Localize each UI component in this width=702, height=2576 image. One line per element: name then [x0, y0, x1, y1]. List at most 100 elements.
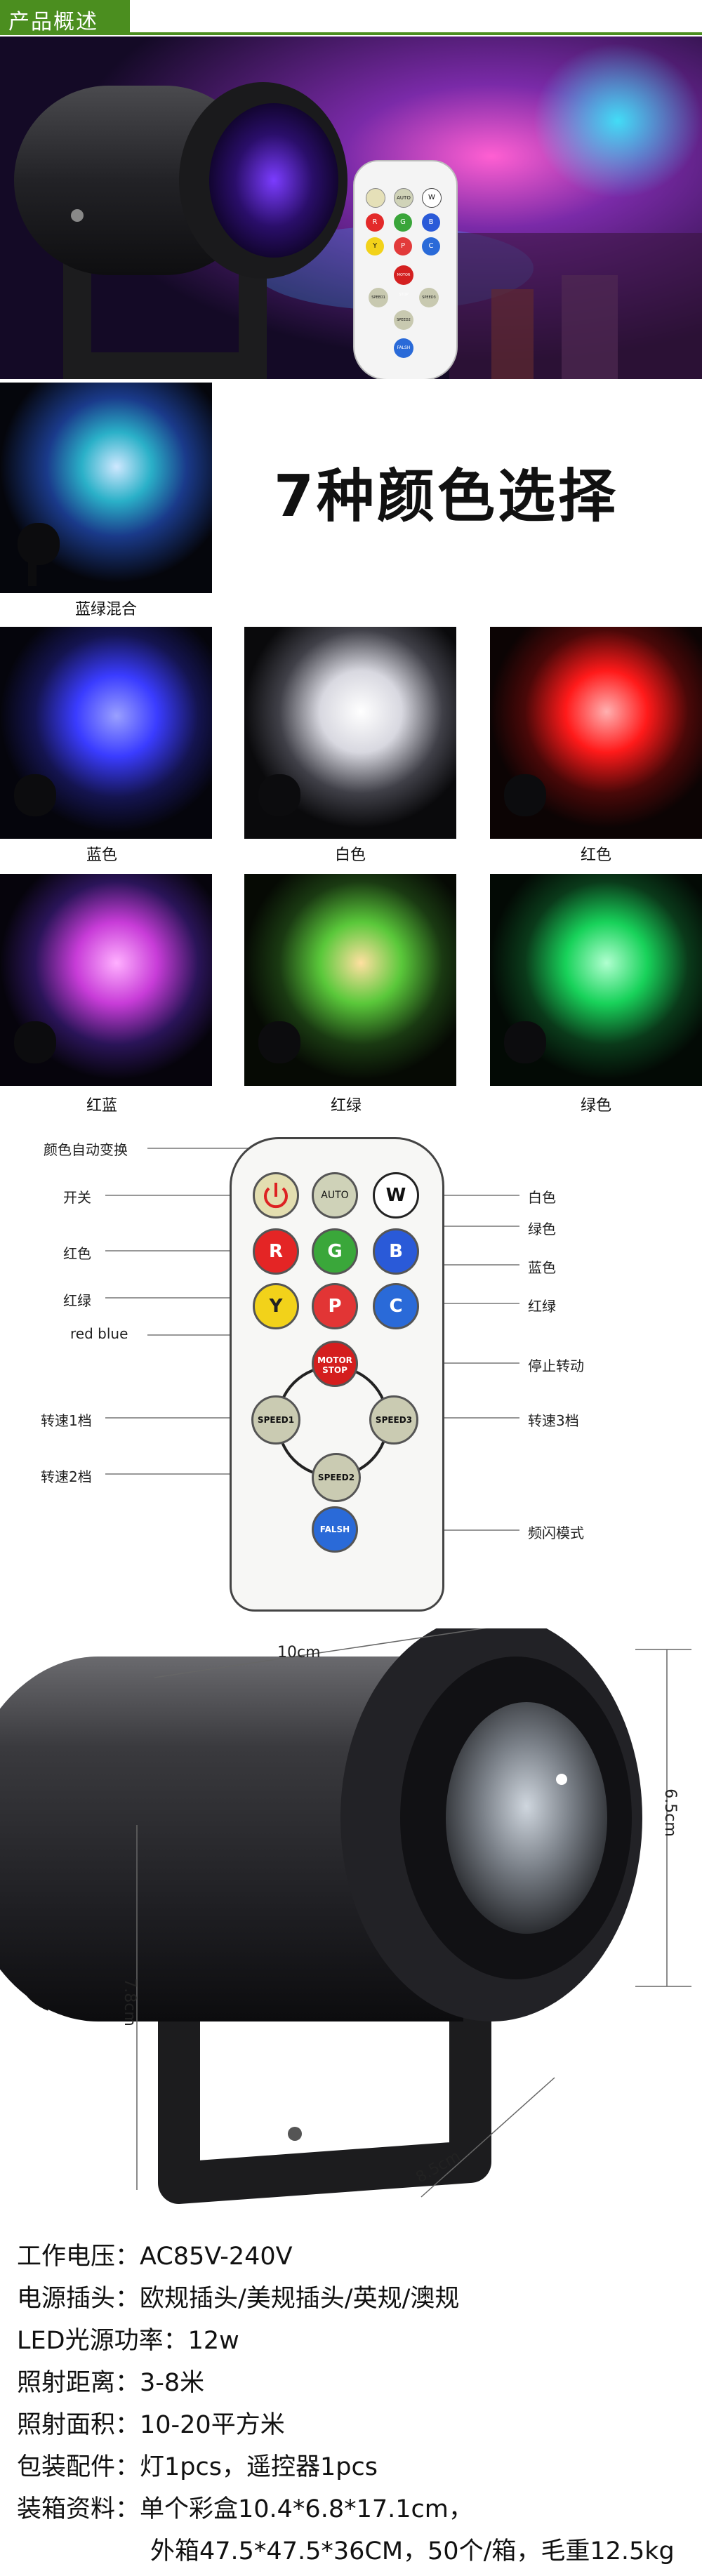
projector-glow: [244, 874, 456, 1086]
cyan-button-label: C: [389, 1296, 403, 1317]
color-tile-6: [490, 874, 702, 1086]
label-flash: 频闪模式: [528, 1525, 584, 1541]
hero-remote-motor-label: MOTOR STOP: [397, 273, 411, 297]
color-caption-5: 红绿: [330, 1097, 362, 1115]
label-redgreen-right: 红绿: [528, 1298, 556, 1315]
spec-packing: 装箱资料：单个彩盒10.4*6.8*17.1cm，: [17, 2495, 473, 2523]
label-redblue: red blue: [70, 1325, 128, 1342]
section-title: 产品概述: [8, 10, 98, 34]
hero-remote-speed2-label: SPEED2: [397, 318, 411, 322]
green-button-label: G: [327, 1241, 343, 1262]
hero-image: AUTO W R G B Y P C MOTOR STOP SPEED1 SPE…: [0, 36, 702, 379]
hero-scene: [0, 36, 702, 379]
colors-title: 7种颜色选择: [274, 463, 619, 530]
hero-remote-c-label: C: [428, 242, 434, 250]
hero-remote-auto-label: AUTO: [397, 195, 411, 201]
color-tile-1: [0, 627, 212, 839]
label-speed3: 转速3档: [528, 1412, 579, 1429]
yellow-button-label: Y: [269, 1296, 283, 1317]
speed2-button[interactable]: SPEED2: [312, 1453, 361, 1502]
purple-button[interactable]: P: [312, 1283, 358, 1329]
motor-stop-button[interactable]: MOTOR STOP: [312, 1341, 358, 1387]
hero-remote-y-button: Y: [366, 237, 384, 255]
projector-glow: [0, 874, 212, 1086]
hero-remote-w-label: W: [428, 194, 435, 201]
color-tile-3: [490, 627, 702, 839]
label-speed2: 转速2档: [41, 1468, 92, 1485]
label-white: 白色: [528, 1189, 556, 1206]
remote-diagram: AUTO W R G B Y P C MOTOR STOP SPEED1 SPE…: [0, 1116, 702, 1628]
color-tile-0: [0, 383, 212, 593]
hero-remote-g-label: G: [400, 218, 406, 226]
spec-plug: 电源插头：欧规插头/美规插头/英规/澳规: [17, 2285, 460, 2313]
blue-button[interactable]: B: [373, 1228, 419, 1275]
hero-remote-y-label: Y: [372, 242, 378, 250]
projector-glow: [0, 627, 212, 839]
power-button[interactable]: [253, 1172, 299, 1219]
spec-power: LED光源功率：12w: [17, 2327, 239, 2355]
speed3-button[interactable]: SPEED3: [369, 1395, 418, 1445]
hero-remote-g-button: G: [394, 213, 412, 232]
hero-remote-c-button: C: [422, 237, 440, 255]
spec-voltage: 工作电压：AC85V-240V: [17, 2243, 293, 2271]
yellow-button[interactable]: Y: [253, 1283, 299, 1329]
lamp-dimension-drawing: [0, 1614, 691, 2204]
projector-glow: [490, 874, 702, 1086]
color-tile-5: [244, 874, 456, 1086]
color-caption-4: 红蓝: [86, 1097, 117, 1115]
hero-remote-flash-label: FALSH: [397, 345, 411, 350]
hero-remote-p-label: P: [400, 242, 406, 250]
dim-width: 10cm: [277, 1644, 321, 1661]
speed3-label: SPEED3: [375, 1415, 413, 1425]
purple-button-label: P: [328, 1296, 342, 1317]
hero-remote-w-button: W: [422, 188, 442, 208]
spec-list: 工作电压：AC85V-240V 电源插头：欧规插头/美规插头/英规/澳规 LED…: [17, 2236, 691, 2572]
dimension-diagram: 10cm 6.5cm 7.8cm 8.5cm: [0, 1614, 702, 2211]
color-caption-0: 蓝绿混合: [74, 601, 137, 618]
hero-remote-p-button: P: [394, 237, 412, 255]
color-caption-2: 白色: [334, 847, 366, 864]
projector-glow: [490, 627, 702, 839]
power-icon: [264, 1183, 288, 1209]
flash-button[interactable]: FALSH: [312, 1506, 358, 1553]
section-tab: 产品概述: [0, 0, 130, 34]
spec-accessories: 包装配件：灯1pcs，遥控器1pcs: [17, 2453, 378, 2481]
label-speed1: 转速1档: [41, 1412, 92, 1429]
speed2-label: SPEED2: [317, 1473, 355, 1482]
speed1-label: SPEED1: [257, 1415, 295, 1425]
red-button-label: R: [268, 1241, 284, 1262]
color-caption-6: 绿色: [580, 1097, 611, 1115]
hero-remote-speed1-label: SPEED1: [371, 296, 385, 300]
label-blue: 蓝色: [528, 1259, 556, 1276]
hero-remote-b-button: B: [422, 213, 440, 232]
hero-remote-b-label: B: [428, 218, 434, 226]
blue-button-label: B: [389, 1241, 403, 1262]
hero-remote-speed2-button: SPEED2: [394, 310, 413, 330]
red-button[interactable]: R: [253, 1228, 299, 1275]
white-button-label: W: [385, 1185, 406, 1206]
hero-remote-auto-button: AUTO: [394, 188, 413, 208]
cyan-button[interactable]: C: [373, 1283, 419, 1329]
hero-remote-speed3-label: SPEED3: [422, 296, 436, 300]
green-button[interactable]: G: [312, 1228, 358, 1275]
hero-remote-flash-button: FALSH: [394, 338, 413, 358]
auto-button[interactable]: AUTO: [312, 1172, 358, 1219]
section-underline: [0, 32, 702, 35]
white-button[interactable]: W: [373, 1172, 419, 1219]
flash-button-label: FALSH: [319, 1525, 350, 1534]
color-tile-2: [244, 627, 456, 839]
hero-remote-power-button: [366, 188, 385, 208]
label-auto: 颜色自动变换: [44, 1141, 128, 1158]
dim-height: 6.5cm: [661, 1788, 679, 1837]
hero-remote: AUTO W R G B Y P C MOTOR STOP SPEED1 SPE…: [353, 160, 458, 379]
speed1-button[interactable]: SPEED1: [251, 1395, 300, 1445]
projector-glow: [244, 627, 456, 839]
label-redgreen-left: 红绿: [63, 1292, 91, 1309]
section-header: 产品概述: [0, 0, 702, 36]
hero-remote-r-label: R: [372, 218, 378, 226]
projector-glow: [0, 383, 212, 593]
auto-button-label: AUTO: [321, 1190, 349, 1201]
hero-remote-motor-button: MOTOR STOP: [394, 265, 413, 297]
label-green: 绿色: [528, 1221, 556, 1237]
label-power: 开关: [63, 1189, 91, 1206]
